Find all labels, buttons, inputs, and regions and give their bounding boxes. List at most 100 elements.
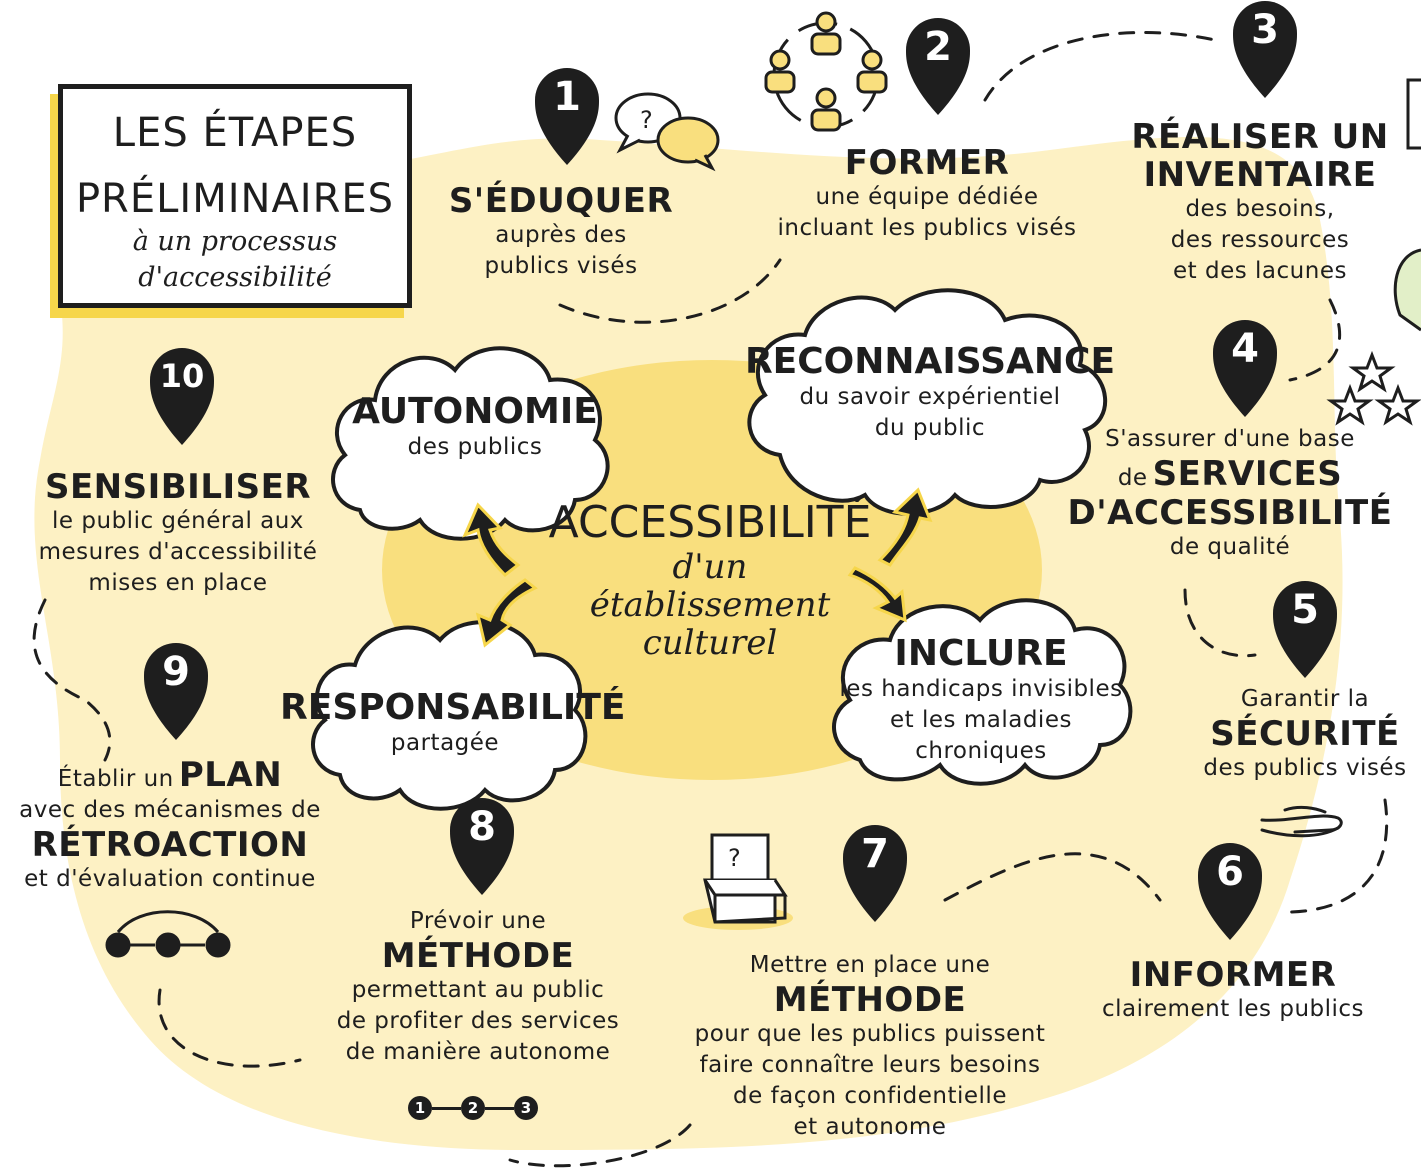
cloud-inclure-text: INCLURE les handicaps invisibles et les … <box>828 634 1134 767</box>
pin-5 <box>1273 581 1337 678</box>
step-9-line-1: avec des mécanismes de <box>19 797 321 823</box>
step-7-line-2: faire connaître leurs besoins <box>699 1052 1041 1078</box>
pin-number-8: 8 <box>468 804 496 850</box>
pin-8 <box>450 798 514 895</box>
pins <box>144 1 1337 940</box>
step-10-line-3: mises en place <box>88 570 268 596</box>
pin-1 <box>535 68 599 165</box>
step-3-line-1: des besoins, <box>1185 196 1335 222</box>
hand-icon <box>1260 805 1343 838</box>
pin-number-5: 5 <box>1291 587 1319 633</box>
center-sub-3: culturel <box>642 623 778 663</box>
pin-9 <box>144 643 208 740</box>
step-8-line-0: Prévoir une <box>409 908 547 934</box>
cloud-responsabilite-text: RESPONSABILITÉ partagée <box>280 687 626 759</box>
pin-number-3: 3 <box>1251 7 1279 53</box>
pin-7 <box>843 825 907 922</box>
step-3: RÉALISER UN INVENTAIRE des besoins, des … <box>1110 118 1410 287</box>
inclure-title: INCLURE <box>894 633 1068 674</box>
center-sub-2: établissement <box>589 585 831 625</box>
dashed-path <box>32 31 1389 1168</box>
step-1: S'ÉDUQUER auprès des publics visés <box>430 182 692 282</box>
step-7-line-1: pour que les publics puissent <box>694 1021 1046 1047</box>
step-9-title-1: PLAN <box>178 755 283 795</box>
title-sub-1: à un processus <box>132 226 338 257</box>
arrow-to-reconnaissance <box>877 487 933 567</box>
right-edge-shape <box>1393 248 1421 332</box>
pin-number-4: 4 <box>1231 326 1259 372</box>
feedback-loop-icon <box>105 910 231 958</box>
title-box: LES ÉTAPES PRÉLIMINAIRES à un processus … <box>58 84 412 308</box>
steps-sequence-icon: 1 2 3 <box>408 1096 538 1122</box>
step-3-title-2: INVENTAIRE <box>1143 155 1377 195</box>
step-8-line-2: de profiter des services <box>336 1008 620 1034</box>
pin-number-6: 6 <box>1216 849 1244 895</box>
step-4-title-1: SERVICES <box>1152 454 1343 494</box>
step-7-title: MÉTHODE <box>773 980 967 1020</box>
responsabilite-text: partagée <box>390 730 500 756</box>
step-9-line-2: et d'évaluation continue <box>24 866 316 892</box>
step-8-line-1: permettant au public <box>351 977 605 1003</box>
pin-number-9: 9 <box>162 649 190 695</box>
svg-text:?: ? <box>640 106 653 134</box>
cloud-reconnaissance-text: RECONNAISSANCE du savoir expérientiel du… <box>740 342 1120 444</box>
step-8-line-3: de manière autonome <box>345 1039 611 1065</box>
reconnaissance-title: RECONNAISSANCE <box>744 341 1116 382</box>
team-icon <box>764 11 888 132</box>
sequence-step-1: 1 <box>408 1096 432 1120</box>
pin-4 <box>1213 320 1277 417</box>
step-4-line-2: de qualité <box>1169 534 1291 560</box>
step-3-line-3: et des lacunes <box>1173 258 1347 284</box>
step-4-line-1: S'assurer d'une base <box>1105 426 1355 452</box>
step-4-pre: de <box>1117 465 1148 491</box>
step-2-title: FORMER <box>844 143 1010 183</box>
step-6-line-1: clairement les publics <box>1101 996 1365 1022</box>
step-10-title: SENSIBILISER <box>44 467 312 507</box>
step-5-title: SÉCURITÉ <box>1210 714 1400 754</box>
step-10-line-2: mesures d'accessibilité <box>38 539 318 565</box>
step-10-line-1: le public général aux <box>52 508 304 534</box>
step-6-title: INFORMER <box>1129 955 1337 995</box>
title-sub-2: d'accessibilité <box>138 262 332 293</box>
suggestion-box-icon: ? <box>683 833 793 930</box>
sequence-connector <box>485 1107 514 1110</box>
autonomie-text: des publics <box>407 434 543 460</box>
pin-number-2: 2 <box>924 24 952 70</box>
step-9-pre: Établir un <box>57 766 174 792</box>
step-6: INFORMER clairement les publics <box>1080 956 1386 1025</box>
step-1-title: S'ÉDUQUER <box>448 181 674 221</box>
reconnaissance-line-1: du savoir expérientiel <box>799 384 1061 410</box>
step-5-line-2: des publics visés <box>1203 755 1407 781</box>
cloud-autonomie <box>331 346 610 541</box>
cloud-inclure <box>832 598 1133 786</box>
step-4-title-row-1: de SERVICES <box>1060 455 1400 494</box>
center-arrows <box>462 487 933 648</box>
pin-6 <box>1198 843 1262 940</box>
arrow-to-inclure <box>847 566 907 623</box>
stars-icon <box>1326 350 1421 426</box>
cloud-responsabilite <box>311 620 588 811</box>
step-9-row-1: Établir un PLAN <box>2 756 338 795</box>
step-9: Établir un PLAN avec des mécanismes de R… <box>2 756 338 895</box>
center-label: ACCESSIBILITÉ d'un établissement culture… <box>520 498 900 663</box>
pin-3 <box>1233 1 1297 98</box>
arrow-to-responsabilite <box>475 578 538 648</box>
pin-number-1: 1 <box>553 74 581 120</box>
inclure-line-3: chroniques <box>915 738 1047 764</box>
sequence-connector <box>432 1107 461 1110</box>
reconnaissance-line-2: du public <box>874 415 986 441</box>
step-5-line-1: Garantir la <box>1240 686 1370 712</box>
step-10: SENSIBILISER le public général aux mesur… <box>10 468 346 599</box>
step-7-line-4: et autonome <box>793 1114 947 1140</box>
responsabilite-title: RESPONSABILITÉ <box>280 687 626 728</box>
step-3-title-1: RÉALISER UN <box>1131 117 1389 157</box>
step-7-line-0: Mettre en place une <box>749 952 991 978</box>
inclure-line-1: les handicaps invisibles <box>839 676 1123 702</box>
svg-text:?: ? <box>728 844 741 872</box>
sequence-step-3: 3 <box>514 1096 538 1120</box>
cloud-autonomie-text: AUTONOMIE des publics <box>335 392 615 463</box>
sequence-step-2: 2 <box>461 1096 485 1120</box>
autonomie-title: AUTONOMIE <box>352 391 598 432</box>
pin-2 <box>906 18 970 115</box>
